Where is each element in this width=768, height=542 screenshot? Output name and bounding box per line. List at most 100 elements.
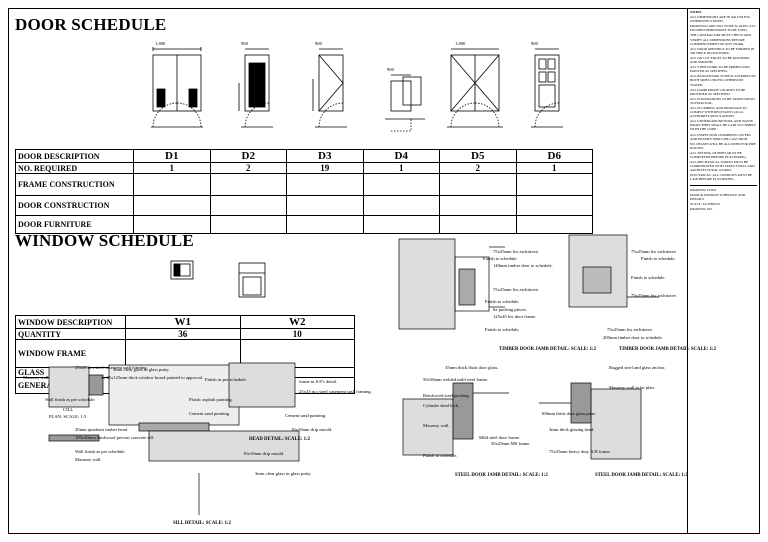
title-block-line: DOOR & WINDOW SCHEDULE AND DETAILS: [690, 192, 746, 201]
wr-label: Cement sand painting.: [285, 413, 327, 418]
tj2-label: 200mm timber door to schedule.: [603, 335, 663, 340]
wl-label: CILL: [63, 407, 74, 412]
d3-width-dim: 900: [315, 41, 322, 46]
drawing-sheet: DOOR SCHEDULE: [8, 8, 760, 534]
sj2-label: 75x35mm heavy duty R.H frame.: [549, 449, 611, 454]
d1-width-dim: 1,800: [155, 41, 166, 46]
wl-label: 20mm quadrant timber bead.: [75, 427, 129, 432]
notes-heading: NOTES: [690, 10, 702, 14]
door-quantity: 1: [362, 162, 440, 174]
d4-width-dim: 900: [387, 67, 394, 72]
note-item: ALL FOUNDATIONS TO BE TAKEN DOWN TO FIRM…: [690, 96, 755, 105]
d6-width-dim: 900: [531, 41, 538, 46]
door-code: D4: [362, 149, 440, 163]
timber-jamb-details: [398, 234, 659, 330]
wm-label: 3mm clear glass in glass putty.: [255, 471, 312, 476]
note-item: ALL ON CUT EDGES TO BE ROUNDED AND SMOOT…: [690, 55, 750, 65]
window-code: W2: [239, 315, 355, 329]
door-required-label: NO. REQUIRED: [15, 162, 134, 174]
window-code: W1: [125, 315, 241, 329]
wr-label: 10x10mm drip mould.: [291, 427, 333, 432]
sj-label: 50x50mm welded mild steel frame.: [423, 377, 489, 382]
door-d2-elevation: [238, 48, 273, 128]
window-quantity-label: QUANTITY: [15, 328, 126, 340]
door-schedule-title: DOOR SCHEDULE: [15, 15, 167, 34]
tj-label: Finish to schedule.: [485, 327, 520, 332]
note-item: ALL STEELWORK TO BE PRIMED AND PAINTED A…: [690, 65, 750, 74]
title-block: DRAWING TITLE DOOR & WINDOW SCHEDULE AND…: [690, 184, 757, 211]
door-quantity: 2: [439, 162, 517, 174]
tj2-label: 75x25mm hw architrave.: [631, 293, 678, 298]
wr-label: 25x33 m.s steel casement sash framing.: [299, 389, 372, 394]
note-item: ALL DOOR OPENINGS TO BE FORMED IN 200 TH…: [690, 46, 755, 55]
d5-width-dim: 1,800: [455, 41, 466, 46]
door-code: D1: [133, 149, 211, 163]
timber-jamb-left-caption: TIMBER DOOR JAMB DETAIL: SCALE: 1:2: [499, 347, 597, 352]
window-description-label: WINDOW DESCRIPTION: [15, 315, 126, 329]
sj2-label: 3mm thick glazing bead.: [549, 427, 595, 432]
note-item: ALL DIMENSIONS ARE IN mm UNLESS OTHERWIS…: [690, 15, 750, 24]
door-code: D6: [515, 149, 593, 163]
door-code: D3: [286, 149, 364, 163]
sj2-label: Rugged steel and glass anchor.: [609, 365, 666, 370]
sj-label: 50x25mm MS frame.: [491, 441, 531, 446]
door-d4-elevation: [385, 74, 425, 132]
tj-label: 140mm timber door to schedule.: [493, 263, 553, 268]
steel-jamb-left-caption: STEEL DOOR JAMB DETAIL: SCALE: 1:2: [455, 473, 548, 478]
tj-label: 75x25mm hw architrave.: [493, 287, 540, 292]
timber-jamb-right-caption: TIMBER DOOR JAMB DETAIL: SCALE: 1:2: [619, 347, 717, 352]
window-elevations: [170, 260, 266, 298]
wm-label: Finish as per schedule.: [205, 377, 247, 382]
door-d5-elevation: [447, 48, 503, 128]
door-d3-elevation: [312, 48, 347, 128]
sj-label: Cylinder dead lock.: [423, 403, 460, 408]
door-d1-elevation: [151, 47, 203, 128]
sj-label: 35mm thick flush door glass.: [445, 365, 499, 370]
tj2-label: Finish to schedule.: [631, 275, 666, 280]
note-item: ALL BLOCKWORK TO BE PLASTERED ON BOTH SI…: [690, 74, 756, 87]
note-item: DRAWINGS ARE NOT TO BE SCALED. ALL FIGUR…: [690, 24, 756, 33]
wl-label: Wall finish as per schedule.: [75, 449, 126, 454]
sj-label: Reinforced steel packing.: [423, 393, 470, 398]
sj2-label: 100mm thick door glass pane.: [541, 411, 597, 416]
title-block-line: DRAWING TITLE: [690, 187, 717, 192]
sj2-label: Masonry wall to be plan.: [609, 385, 655, 390]
door-quantity: 1: [133, 162, 211, 174]
door-description-label: DOOR DESCRIPTION: [15, 149, 134, 163]
wr-label: frame in S.E's detail.: [299, 379, 338, 384]
wm-label: Plastic asphalt painting.: [189, 397, 233, 402]
door-frame-label: FRAME CONSTRUCTION: [15, 173, 134, 196]
wm-label: 10x10mm drip mould.: [243, 451, 285, 456]
note-item: ALL PLUMBING AND DRAINAGE TO COMPLY WITH…: [690, 105, 747, 119]
tj-label: 125x45 hw door frame.: [493, 314, 537, 319]
window-section-details: [48, 362, 300, 515]
title-block-line: DRAWING NO.: [690, 206, 713, 211]
window-schedule-title: WINDOW SCHEDULE: [15, 231, 194, 250]
notes-panel: NOTES ALL DIMENSIONS ARE IN mm UNLESS OT…: [687, 9, 759, 533]
steel-jamb-details: [402, 382, 642, 460]
sj-label: Masonry wall.: [423, 423, 450, 428]
head-detail-caption: HEAD DETAIL: SCALE: 1:2: [249, 437, 311, 442]
wm-label: 3mm clear glass in glass putty.: [113, 367, 170, 372]
window-quantity: 36: [125, 328, 241, 340]
sill-detail-caption: SILL DETAIL: SCALE: 1:2: [173, 521, 231, 526]
door-construction-label: DOOR CONSTRUCTION: [15, 195, 134, 216]
note-item: ALL TESTING OF PIPES MUST BE COMPLETED B…: [690, 150, 747, 159]
sj-label: Mild steel door frame.: [479, 435, 521, 440]
tj2-label: 75x25mm hw architrave.: [631, 249, 678, 254]
door-elevations: [151, 47, 563, 132]
wl-label: 100x40mm hardwood precast concrete sill.: [75, 435, 155, 440]
tj2-label: 75x25mm hw architrave.: [607, 327, 654, 332]
door-schedule-table: DOOR DESCRIPTION D1 D2 D3 D4 D5 D6 NO. R…: [15, 149, 593, 234]
d2-width-dim: 900: [241, 41, 248, 46]
note-item: ELECTRICAL: ALL CONDUITS MUST BE LAID BE…: [690, 173, 753, 182]
note-item: THE CONTRACTOR MUST CHECK AND VERIFY ALL…: [690, 33, 751, 46]
window-quantity: 10: [239, 328, 355, 340]
sj-label: Finish to schedule.: [423, 453, 458, 458]
steel-jamb-right-caption: STEEL DOOR JAMB DETAIL: SCALE: 1:2: [595, 473, 688, 478]
note-item: NO CHASES WILL BE ALLOWED FOR PIPE ROUTE…: [690, 141, 756, 150]
tj-label: 75x25mm hw architrave.: [493, 249, 540, 254]
wl-label: PLAN: SCALE: 1:5: [49, 414, 87, 419]
note-item: ALL DAMP PROOF COURSES TO BE PROVIDED AS…: [690, 87, 746, 96]
wl-label: Masonry wall.: [23, 375, 50, 380]
